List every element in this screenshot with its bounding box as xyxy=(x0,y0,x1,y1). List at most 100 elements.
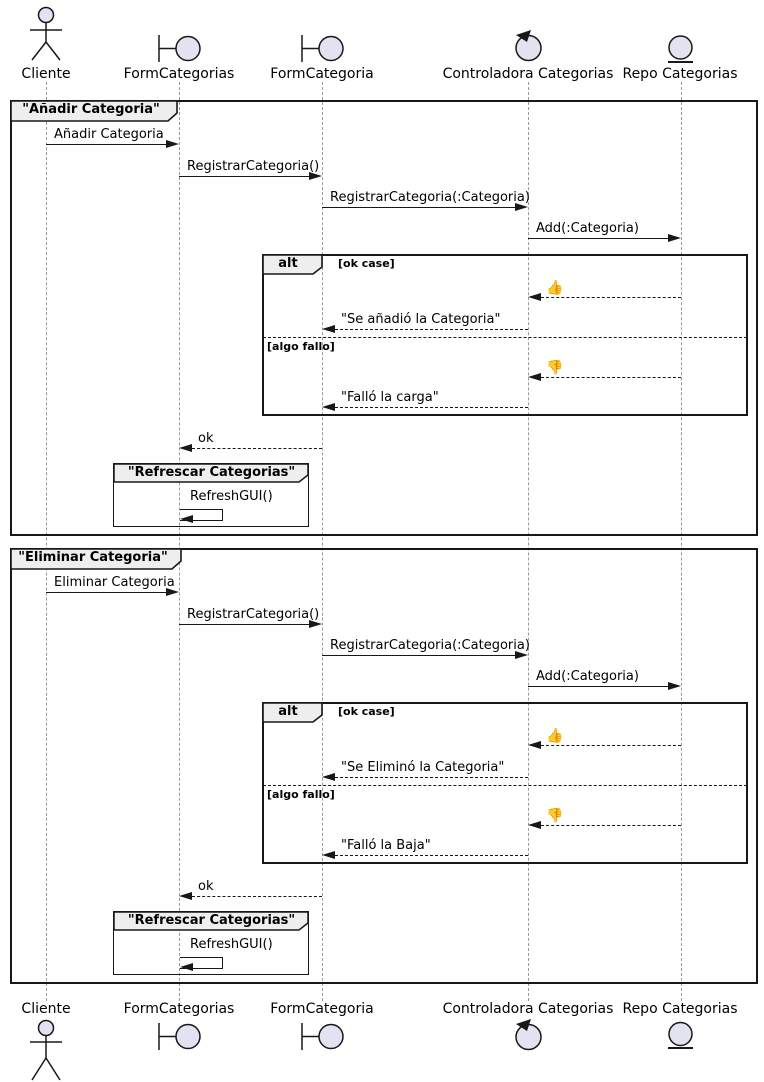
return-line xyxy=(541,745,681,746)
frame-title-tab xyxy=(10,100,178,122)
guard-ok-case: [ok case] xyxy=(338,257,395,270)
alt-tab xyxy=(262,254,323,275)
message-label: Añadir Categoria xyxy=(54,127,164,142)
alt-divider xyxy=(263,785,747,786)
alt-keyword: alt xyxy=(278,256,298,271)
boundary-icon xyxy=(158,35,201,62)
thumbs-up-icon: 👍 xyxy=(546,728,564,744)
message-label: RegistrarCategoria() xyxy=(187,607,320,622)
alt-keyword: alt xyxy=(278,704,298,719)
arrowhead-left xyxy=(180,963,193,971)
frame-eliminar-categoria xyxy=(10,548,758,984)
return-line xyxy=(541,825,681,826)
message-line xyxy=(528,686,668,687)
message-label: "Falló la Baja" xyxy=(341,838,431,853)
frame-title: "Añadir Categoria" xyxy=(22,102,160,117)
thumbs-up-icon: 👍 xyxy=(546,280,564,296)
thumbs-down-icon: 👎 xyxy=(546,360,564,376)
actor-icon xyxy=(30,1019,62,1081)
frame-title-tab xyxy=(10,548,182,570)
guard-ok-case: [ok case] xyxy=(338,705,395,718)
self-message-loop xyxy=(180,509,223,521)
return-line xyxy=(335,777,528,778)
participant-label-formcategoria: FormCategoria xyxy=(270,1001,374,1017)
actor-icon xyxy=(30,6,62,61)
message-label: "Falló la carga" xyxy=(341,390,439,405)
alt-divider xyxy=(263,337,747,338)
message-label: "Se añadió la Categoria" xyxy=(341,312,501,327)
arrowhead-right xyxy=(166,588,179,596)
arrowhead-left xyxy=(322,325,335,333)
message-line xyxy=(179,176,309,177)
message-label: ok xyxy=(198,431,214,446)
arrowhead-left xyxy=(528,293,541,301)
participant-label-cliente: Cliente xyxy=(21,66,71,82)
participant-label-cliente: Cliente xyxy=(21,1001,71,1017)
control-icon xyxy=(515,30,542,62)
arrowhead-left xyxy=(322,851,335,859)
lifeline-cliente xyxy=(46,82,47,1001)
arrowhead-left xyxy=(180,515,193,523)
message-label: RefreshGUI() xyxy=(190,937,273,952)
frame-title-tab xyxy=(113,463,309,483)
participant-label-formcategorias: FormCategorias xyxy=(123,1001,235,1017)
control-icon xyxy=(515,1019,542,1051)
frame-title: "Refrescar Categorias" xyxy=(127,913,296,928)
entity-icon xyxy=(668,35,693,63)
arrowhead-right xyxy=(668,682,681,690)
arrowhead-left xyxy=(179,892,192,900)
return-line xyxy=(192,896,322,897)
message-line xyxy=(528,238,668,239)
message-label: Add(:Categoria) xyxy=(536,221,639,236)
message-label: RefreshGUI() xyxy=(190,489,273,504)
participant-label-formcategorias: FormCategorias xyxy=(123,66,235,82)
guard-algo-fallo: [algo fallo] xyxy=(267,340,335,353)
alt-fragment xyxy=(262,254,748,416)
frame-title-tab xyxy=(113,911,309,931)
arrowhead-left xyxy=(322,403,335,411)
arrowhead-left xyxy=(322,773,335,781)
participant-label-controladora: Controladora Categorias xyxy=(442,66,614,82)
message-label: "Se Eliminó la Categoria" xyxy=(341,760,505,775)
message-label: RegistrarCategoria(:Categoria) xyxy=(330,190,530,205)
message-line xyxy=(179,624,309,625)
arrowhead-left xyxy=(179,444,192,452)
message-line xyxy=(322,655,515,656)
arrowhead-right xyxy=(309,620,322,628)
arrowhead-right xyxy=(668,234,681,242)
frame-title: "Eliminar Categoria" xyxy=(18,550,168,565)
participant-label-controladora: Controladora Categorias xyxy=(442,1001,614,1017)
arrowhead-left xyxy=(528,741,541,749)
message-label: Eliminar Categoria xyxy=(54,575,175,590)
arrowhead-left xyxy=(528,373,541,381)
boundary-icon xyxy=(301,35,344,62)
participant-label-formcategoria: FormCategoria xyxy=(270,66,374,82)
participant-label-repo: Repo Categorias xyxy=(622,1001,738,1017)
arrowhead-right xyxy=(309,172,322,180)
guard-algo-fallo: [algo fallo] xyxy=(267,788,335,801)
return-line xyxy=(541,377,681,378)
arrowhead-right xyxy=(515,203,528,211)
lifeline-controladora-categorias xyxy=(528,82,529,1001)
boundary-icon xyxy=(158,1023,201,1050)
alt-fragment xyxy=(262,702,748,864)
message-line xyxy=(46,144,166,145)
return-line xyxy=(335,407,528,408)
message-line xyxy=(322,207,515,208)
entity-icon xyxy=(668,1021,693,1049)
arrowhead-right xyxy=(515,651,528,659)
return-line xyxy=(192,448,322,449)
self-message-loop xyxy=(180,957,223,969)
frame-anadir-categoria xyxy=(10,100,758,536)
participant-label-repo: Repo Categorias xyxy=(622,66,738,82)
thumbs-down-icon: 👎 xyxy=(546,808,564,824)
message-label: RegistrarCategoria(:Categoria) xyxy=(330,638,530,653)
boundary-icon xyxy=(301,1023,344,1050)
arrowhead-left xyxy=(528,821,541,829)
alt-tab xyxy=(262,702,323,723)
lifeline-repo-categorias xyxy=(681,82,682,1001)
frame-title: "Refrescar Categorias" xyxy=(127,465,296,480)
lifeline-formcategoria xyxy=(322,82,323,1001)
message-label: ok xyxy=(198,879,214,894)
